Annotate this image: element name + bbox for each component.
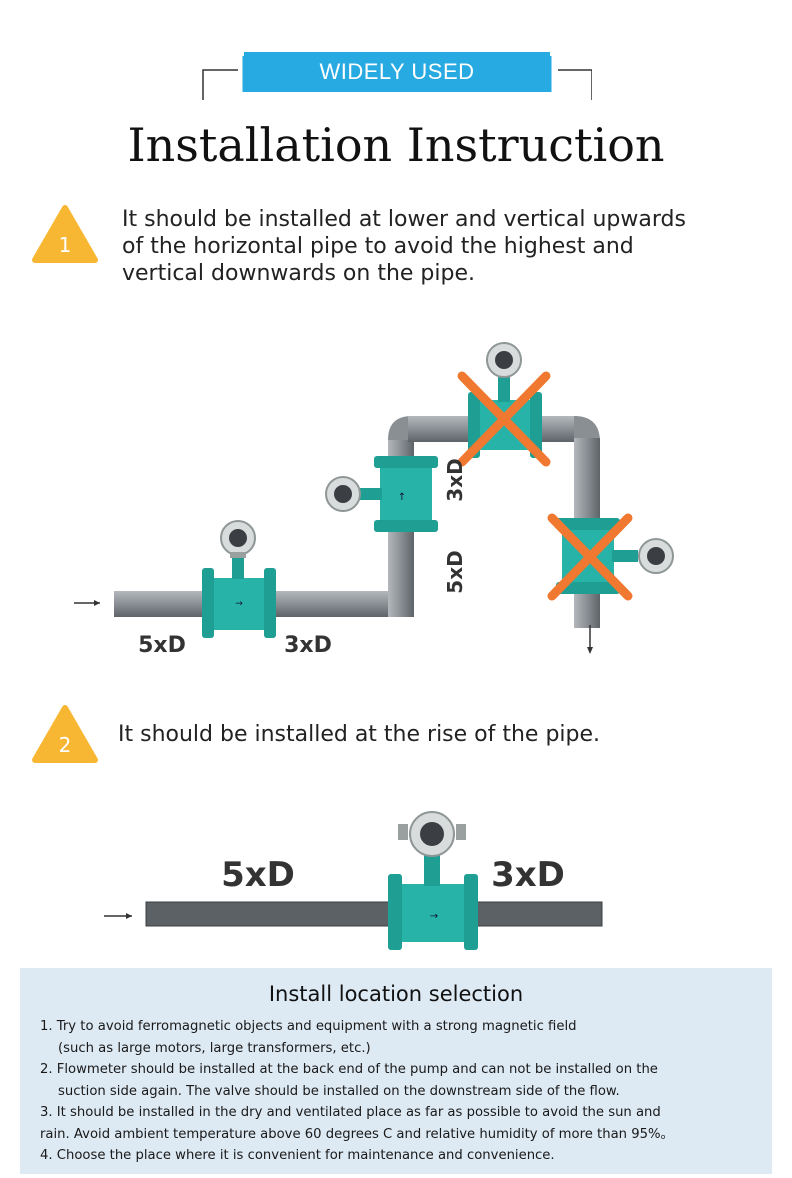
step-1-number: 1	[59, 233, 72, 257]
list-item: 3. It should be installed in the dry and…	[40, 1105, 661, 1120]
step-1-line-3: vertical downwards on the pipe.	[122, 261, 475, 286]
label-downstream-3xd: 3xD	[284, 633, 332, 658]
step-1-line-2: of the horizontal pipe to avoid the high…	[122, 234, 634, 259]
step-2-text: It should be installed at the rise of th…	[118, 722, 601, 747]
flowmeter-vertical-rise-correct: ↑	[325, 456, 438, 532]
flow-out-arrow	[587, 625, 593, 654]
installation-diagram-2: → 5xD 3xD	[104, 811, 603, 950]
list-item: rain. Avoid ambient temperature above 60…	[40, 1126, 674, 1142]
flowmeter-highest-point-wrong	[457, 342, 551, 467]
install-location-panel: Install location selection 1. Try to avo…	[20, 968, 772, 1174]
label-rise-5xd: 5xD	[443, 550, 467, 593]
cross-mark-top	[457, 371, 551, 467]
flow-in-arrow-2	[104, 913, 132, 919]
step-1-text: It should be installed at lower and vert…	[122, 206, 762, 287]
step-2-number: 2	[59, 733, 72, 757]
svg-text:→: →	[430, 911, 438, 922]
svg-text:↑: ↑	[398, 492, 406, 503]
list-item: 2. Flowmeter should be installed at the …	[40, 1062, 658, 1077]
selection-list: 1. Try to avoid ferromagnetic objects an…	[40, 1016, 764, 1167]
flowmeter-vertical-down-wrong	[547, 513, 674, 601]
page-title: Installation Instruction	[127, 118, 665, 172]
flowmeter-straight-pipe: →	[388, 811, 478, 950]
list-item: 1. Try to avoid ferromagnetic objects an…	[40, 1019, 577, 1034]
list-item: 4. Choose the place where it is convenie…	[40, 1148, 555, 1163]
widely-used-banner: WIDELY USED	[200, 52, 592, 102]
list-item: (such as large motors, large transformer…	[58, 1040, 371, 1056]
flowmeter-horizontal-correct: →	[202, 520, 276, 638]
label-upstream-5xd-2: 5xD	[221, 855, 295, 895]
label-rise-3xd: 3xD	[443, 458, 467, 501]
cross-mark-down	[547, 513, 633, 601]
label-downstream-3xd-2: 3xD	[491, 855, 565, 895]
flow-in-arrow	[74, 600, 100, 606]
installation-diagram-1: → ↑ 5xD 3xD 5xD	[74, 342, 674, 658]
step-2-badge: 2	[32, 705, 98, 763]
label-upstream-5xd: 5xD	[138, 633, 186, 658]
straight-pipe	[145, 901, 603, 927]
svg-text:→: →	[235, 599, 243, 609]
panel-title: Install location selection	[268, 982, 524, 1006]
banner-label: WIDELY USED	[244, 52, 550, 92]
step-1-badge: 1	[32, 205, 98, 263]
list-item: suction side again. The valve should be …	[58, 1083, 620, 1099]
step-1-line-1: It should be installed at lower and vert…	[122, 207, 686, 232]
